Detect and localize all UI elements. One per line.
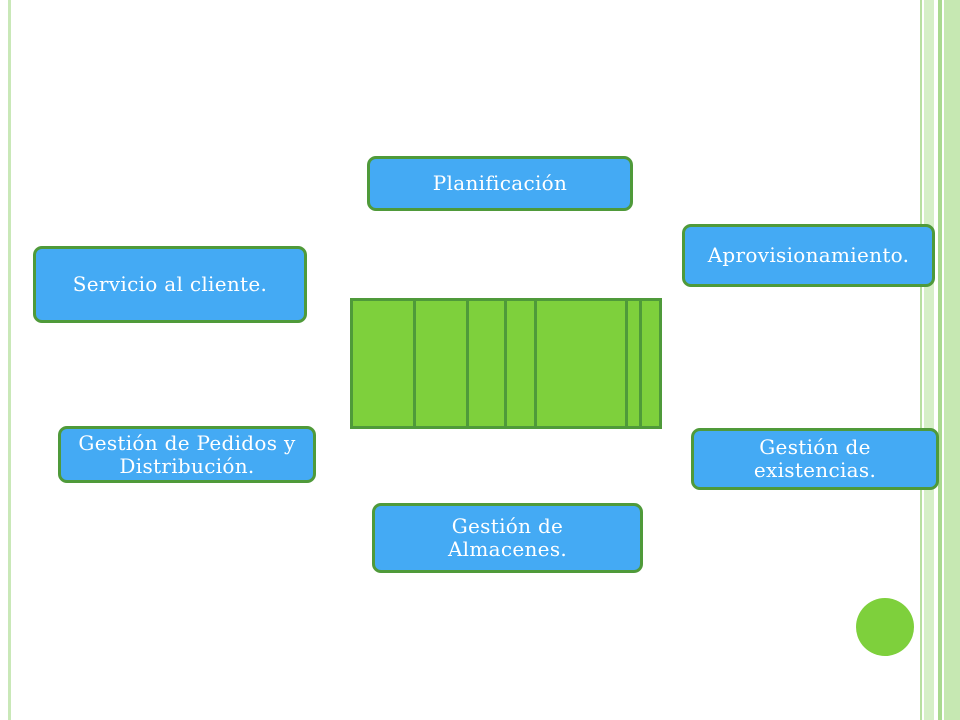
node-pedidos-label: Gestión de Pedidos y Distribución. <box>78 430 296 478</box>
central-block-divider <box>625 301 628 426</box>
node-aprovisionamiento: Aprovisionamiento. <box>682 224 935 287</box>
central-block-divider <box>466 301 469 426</box>
central-block-divider <box>639 301 642 426</box>
node-existencias-label: Gestión de existencias. <box>753 435 877 482</box>
left-decorative-rule <box>8 0 11 720</box>
node-planificacion-label: Planificación <box>432 171 568 195</box>
right-decorative-stripes <box>916 0 960 720</box>
central-block-divider <box>534 301 537 426</box>
node-gestion-existencias: Gestión de existencias. <box>691 428 939 490</box>
decorative-green-dot <box>856 598 914 656</box>
central-block <box>350 298 662 429</box>
node-gestion-almacenes: Gestión de Almacenes. <box>372 503 643 573</box>
node-servicio-label: Servicio al cliente. <box>72 272 268 296</box>
node-aprovisionamiento-label: Aprovisionamiento. <box>707 243 910 267</box>
central-block-divider <box>413 301 416 426</box>
node-almacenes-label: Gestión de Almacenes. <box>447 514 568 561</box>
central-block-divider <box>504 301 507 426</box>
node-planificacion: Planificación <box>367 156 633 211</box>
node-servicio-al-cliente: Servicio al cliente. <box>33 246 307 323</box>
node-gestion-pedidos: Gestión de Pedidos y Distribución. <box>58 426 316 483</box>
